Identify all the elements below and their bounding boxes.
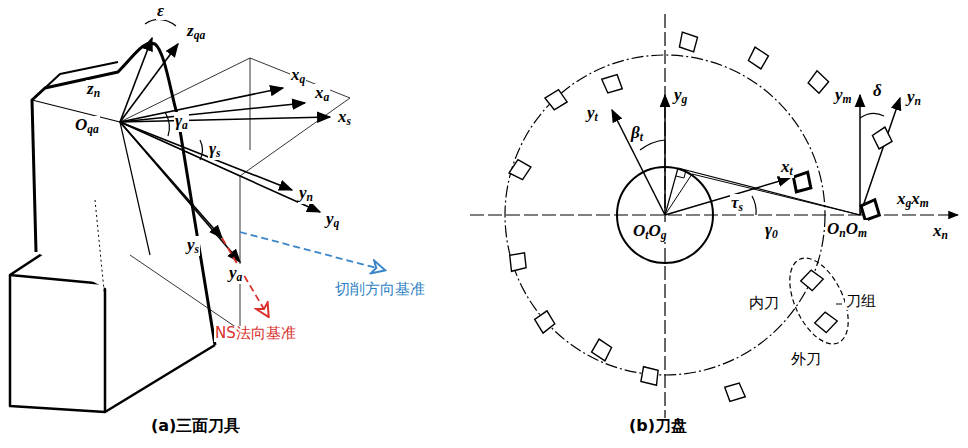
axis-label: xgxm [896, 190, 930, 210]
axis-label: yn [298, 184, 314, 204]
angle-symbol: ε [156, 2, 165, 20]
axis-label: yn [906, 88, 922, 108]
origin-label: OtOg [632, 222, 668, 242]
axis-label: yt [586, 104, 599, 124]
datum-label: NS法向基准 [214, 326, 297, 342]
part-label: 外刀 [790, 352, 822, 368]
angle-symbol: τs [730, 194, 744, 214]
axis-label: yg [673, 86, 688, 106]
axis-label: xs [337, 108, 352, 128]
cutter-head-drawing [470, 14, 958, 418]
angle-symbol: γs [208, 140, 222, 160]
axis-label: ya [228, 264, 243, 284]
angle-symbol: δ [872, 82, 883, 100]
origin-label: Oqa [74, 116, 100, 136]
part-label: 内刀 [748, 296, 780, 312]
axis-label: zqa [186, 22, 206, 42]
origin-label: OnOm [826, 220, 868, 240]
angle-symbol: γa [174, 112, 189, 132]
axis-label: ym [834, 86, 853, 106]
tool-drawing [10, 19, 384, 412]
datum-label: 切削方向基准 [334, 282, 426, 298]
axis-label: ys [186, 236, 200, 256]
axis-label: zn [86, 80, 101, 100]
panel-caption: (a)三面刀具 [150, 418, 241, 435]
angle-symbol: βt [630, 124, 644, 144]
group-label: 刀组 [845, 294, 877, 310]
axis-label: xa [314, 84, 330, 104]
panel-caption: (b)刀盘 [628, 418, 688, 435]
axis-label: yq [325, 210, 340, 230]
axis-label: xn [932, 222, 949, 242]
axis-label: xt [780, 158, 794, 178]
axis-label: xq [290, 66, 306, 86]
angle-symbol: γ0 [764, 221, 779, 241]
